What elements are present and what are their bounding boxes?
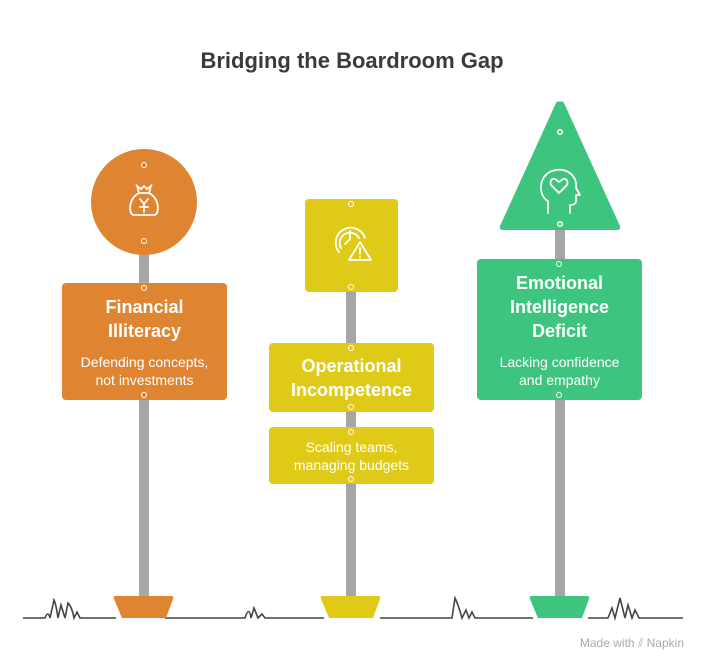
sign-base-operational bbox=[320, 596, 381, 618]
sign-description-card-operational: Scaling teams,managing budgets bbox=[269, 427, 434, 484]
made-with-napkin: Made with ⫽ Napkin bbox=[579, 636, 684, 650]
grass bbox=[23, 595, 683, 622]
sign-description: Scaling teams,managing budgets bbox=[293, 439, 410, 473]
diagram-title: Bridging the Boardroom Gap bbox=[200, 48, 504, 73]
sign-head-circle bbox=[91, 149, 197, 255]
sign-description: Defending concepts,not investments bbox=[80, 354, 209, 388]
head-heart-icon bbox=[540, 168, 581, 214]
gear-warning-icon bbox=[334, 226, 372, 261]
money-bag-icon bbox=[129, 183, 159, 216]
sign-head-square bbox=[305, 199, 398, 292]
sign-pole-financial bbox=[139, 250, 149, 600]
napkin-logo-icon: ⫽ bbox=[637, 636, 644, 650]
sign-base-financial bbox=[113, 596, 174, 618]
sign-pole-emotional bbox=[555, 228, 565, 600]
sign-head-triangle bbox=[499, 101, 621, 230]
sign-base-emotional bbox=[529, 596, 590, 618]
